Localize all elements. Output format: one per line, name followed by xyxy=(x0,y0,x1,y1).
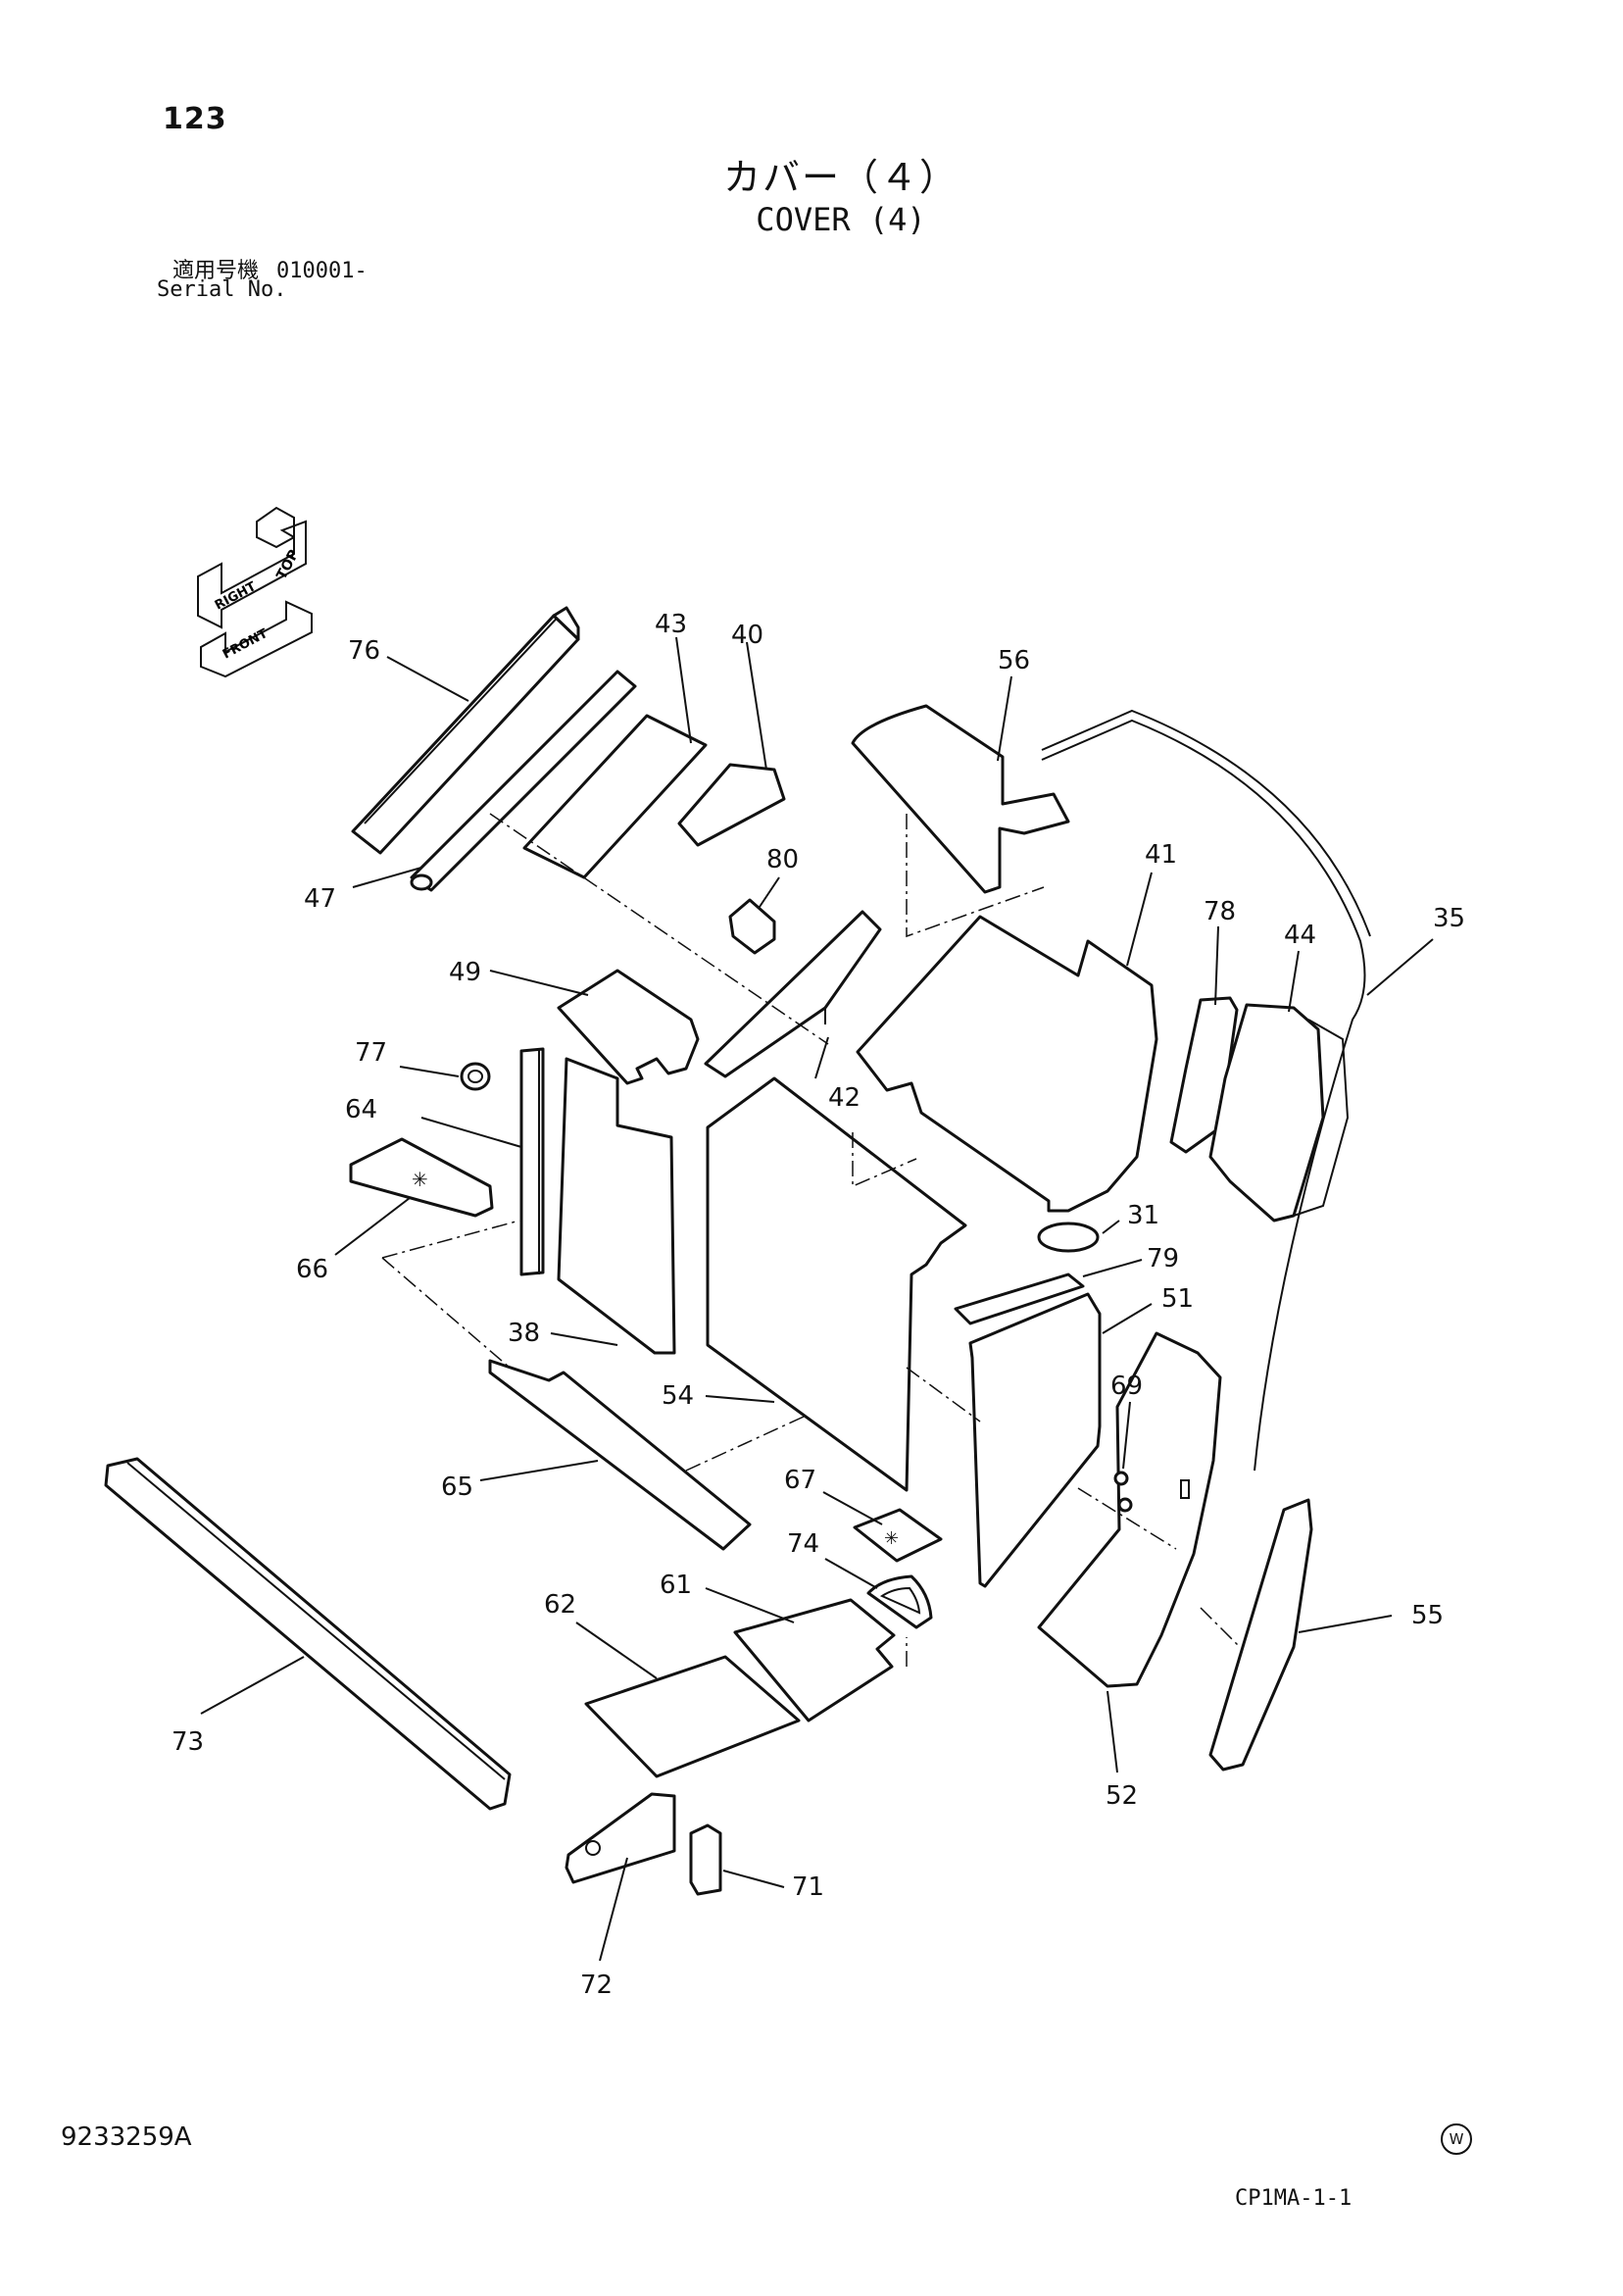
assembly-line xyxy=(381,1257,511,1369)
assembly-line xyxy=(381,1220,520,1259)
orientation-top-label: TOP xyxy=(273,547,302,582)
assembly-line xyxy=(906,1367,981,1423)
part-47 xyxy=(410,670,637,892)
callout-43: 43 xyxy=(655,610,687,639)
callout-72: 72 xyxy=(580,1971,613,2000)
assembly-line xyxy=(1077,1487,1177,1550)
callout-76: 76 xyxy=(348,636,380,666)
callout-69: 69 xyxy=(1110,1372,1143,1401)
callout-77: 77 xyxy=(355,1038,387,1068)
callout-42: 42 xyxy=(828,1083,861,1113)
callout-31: 31 xyxy=(1127,1201,1159,1230)
serial-label-en: Serial No. xyxy=(157,277,287,302)
w-mark-icon: W xyxy=(1441,2123,1472,2155)
document-code: 9233259A xyxy=(61,2122,192,2152)
sheet-code: CP1MA-1-1 xyxy=(1235,2186,1352,2211)
part-67: ✳ xyxy=(853,1508,943,1563)
part-65 xyxy=(488,1359,752,1551)
leader-lines xyxy=(200,636,1434,1962)
serial-label-jp: 適用号機 xyxy=(172,259,260,283)
part-80 xyxy=(728,898,776,955)
title-english: COVER (4) xyxy=(756,201,926,238)
part-54 xyxy=(706,1076,967,1492)
callout-80: 80 xyxy=(766,845,799,874)
part-76 xyxy=(351,606,580,855)
part-64 xyxy=(519,1047,545,1276)
part-62 xyxy=(584,1655,801,1778)
callout-55: 55 xyxy=(1411,1601,1444,1630)
part-51 xyxy=(968,1292,1102,1588)
part-55 xyxy=(1208,1498,1313,1772)
callout-49: 49 xyxy=(449,958,481,987)
svg-text:✳: ✳ xyxy=(412,1168,428,1191)
callout-62: 62 xyxy=(544,1590,576,1620)
part-43 xyxy=(522,714,708,879)
part-66: ✳ xyxy=(349,1137,494,1218)
part-73 xyxy=(104,1457,512,1811)
part-40 xyxy=(677,763,786,847)
part-61 xyxy=(733,1598,896,1722)
orientation-arrows-icon: TOP RIGHT FRONT xyxy=(197,506,313,678)
svg-text:✳: ✳ xyxy=(884,1528,899,1549)
part-79 xyxy=(954,1273,1085,1325)
assembly-line xyxy=(1200,1607,1241,1648)
part-31 xyxy=(1037,1222,1100,1253)
part-77 xyxy=(460,1062,491,1091)
callout-51: 51 xyxy=(1161,1284,1194,1314)
callout-79: 79 xyxy=(1147,1244,1179,1273)
callout-47: 47 xyxy=(304,884,336,914)
page-number: 123 xyxy=(163,102,227,136)
callout-74: 74 xyxy=(787,1529,819,1559)
part-74 xyxy=(866,1574,933,1629)
callout-78: 78 xyxy=(1204,897,1236,926)
callout-71: 71 xyxy=(792,1872,824,1902)
part-38 xyxy=(557,1057,676,1355)
callout-65: 65 xyxy=(441,1472,473,1502)
callout-40: 40 xyxy=(731,621,763,650)
part-56 xyxy=(851,704,1070,894)
callout-66: 66 xyxy=(296,1255,328,1284)
assembly-line xyxy=(685,1416,805,1472)
serial-range: 010001- xyxy=(276,259,368,283)
callout-35: 35 xyxy=(1433,904,1465,933)
callout-41: 41 xyxy=(1145,840,1177,870)
callout-56: 56 xyxy=(998,646,1030,675)
part-42 xyxy=(704,910,882,1078)
part-69 xyxy=(1113,1471,1133,1513)
callout-73: 73 xyxy=(172,1727,204,1757)
callout-64: 64 xyxy=(345,1095,377,1124)
assembly-line xyxy=(489,813,829,1045)
callout-67: 67 xyxy=(784,1466,816,1495)
serial-applicability: 適用号機 010001- xyxy=(172,253,368,284)
assembly-line xyxy=(852,1132,917,1188)
callout-44: 44 xyxy=(1284,921,1316,950)
part-49 xyxy=(557,969,700,1085)
assembly-line xyxy=(906,814,1045,938)
callout-54: 54 xyxy=(662,1381,694,1411)
callout-61: 61 xyxy=(660,1571,692,1600)
title-japanese: カバー（４） xyxy=(722,156,959,199)
part-44 xyxy=(1208,1003,1350,1223)
part-71 xyxy=(689,1823,722,1896)
part-35 xyxy=(1041,709,1371,1472)
part-41 xyxy=(856,915,1158,1213)
part-72 xyxy=(565,1792,676,1884)
callout-52: 52 xyxy=(1106,1781,1138,1811)
callout-38: 38 xyxy=(508,1319,540,1348)
